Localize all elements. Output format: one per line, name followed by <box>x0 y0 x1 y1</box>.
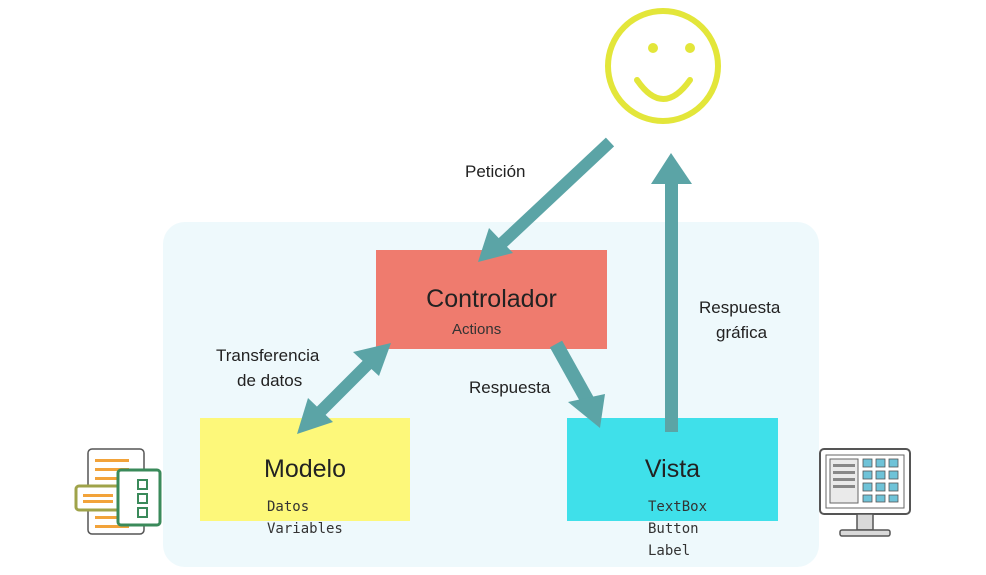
graphic-response-label-line: Respuesta <box>699 298 781 317</box>
request-label: Petición <box>465 162 526 181</box>
data-transfer-label-line: de datos <box>237 371 303 390</box>
model-title: Modelo <box>264 455 346 483</box>
graphic-response-label-line: gráfica <box>716 323 768 342</box>
view-title: Vista <box>644 455 701 483</box>
view-items: TextBox Button Label <box>648 496 707 562</box>
view-item: Label <box>648 543 691 559</box>
view-item: Button <box>648 521 699 537</box>
data-transfer-label: Transferencia de datos <box>216 343 319 393</box>
response-label: Respuesta <box>469 378 551 397</box>
model-item: Datos <box>267 499 310 515</box>
controller-subtitle: Actions <box>452 321 502 338</box>
graphic-response-label: Respuesta gráfica <box>699 295 780 345</box>
request-arrow <box>478 137 615 262</box>
data-transfer-label-line: Transferencia <box>216 346 320 365</box>
model-item: Variables <box>267 521 343 537</box>
smiley-user-icon <box>605 8 721 124</box>
model-items: Datos Variables <box>267 496 343 540</box>
graphic-response-arrow <box>651 153 692 432</box>
view-item: TextBox <box>648 499 708 515</box>
desktop-monitor-icon <box>819 448 911 537</box>
controller-title: Controlador <box>426 285 557 313</box>
controller-box: Controlador Actions <box>376 250 607 349</box>
data-transfer-arrow <box>297 343 391 434</box>
view-box: Vista TextBox Button Label <box>567 418 778 559</box>
response-arrow <box>549 340 605 428</box>
database-form-icon <box>74 448 162 535</box>
model-box: Modelo Datos Variables <box>200 418 410 537</box>
